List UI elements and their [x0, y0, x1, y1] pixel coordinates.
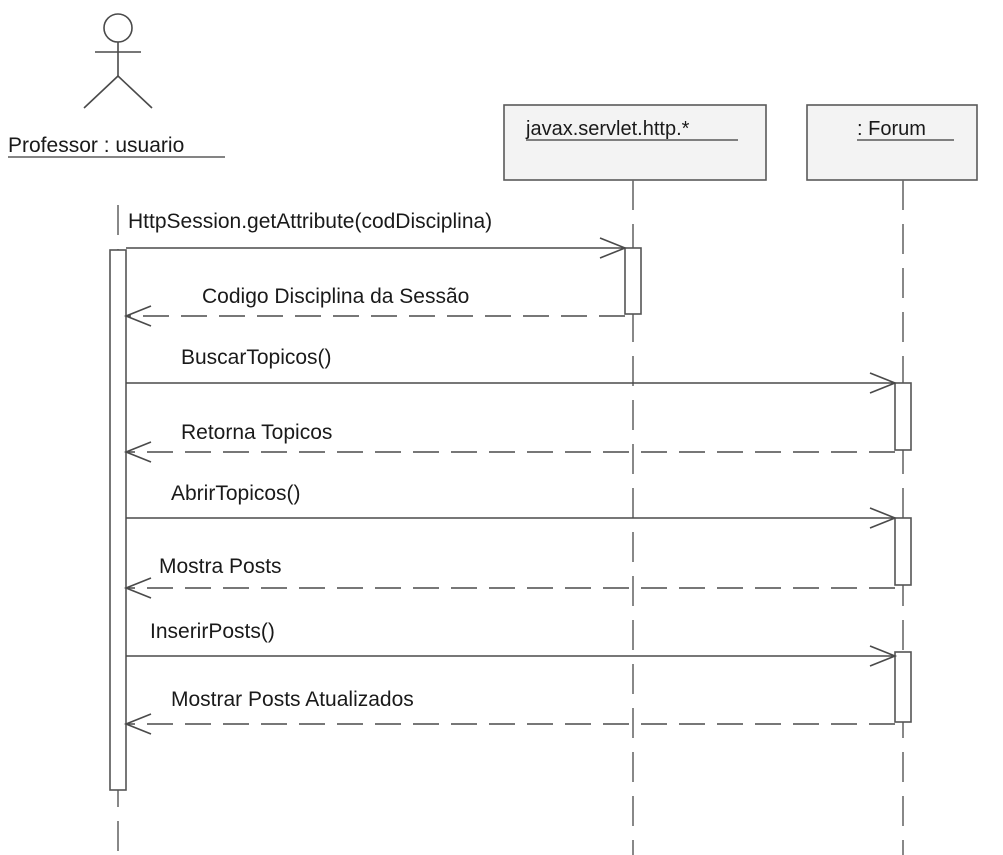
message-label: HttpSession.getAttribute(codDisciplina) [128, 210, 492, 233]
activation-bar-servlet [624, 247, 642, 315]
arrowhead-icon [123, 577, 152, 599]
arrowhead-icon [869, 645, 898, 667]
message-label: Codigo Disciplina da Sessão [202, 285, 469, 308]
activation-bar-actor [109, 249, 127, 791]
message-label: AbrirTopicos() [171, 482, 301, 505]
object-name-servlet: javax.servlet.http.* [525, 118, 690, 140]
message-label: Mostra Posts [159, 555, 282, 578]
arrowhead-icon [869, 507, 898, 529]
activation-bar-forum-2 [894, 517, 912, 586]
arrowhead-icon [599, 237, 628, 259]
message-label: Retorna Topicos [181, 421, 332, 444]
arrowhead-icon [123, 713, 152, 735]
object-name-forum: : Forum [857, 118, 926, 140]
arrowhead-icon [123, 305, 152, 327]
message-label: BuscarTopicos() [181, 346, 332, 369]
stick-figure-icon [83, 13, 153, 109]
arrowhead-icon [123, 441, 152, 463]
arrowhead-icon [869, 372, 898, 394]
activation-bar-forum-1 [894, 382, 912, 451]
message-label: InserirPosts() [150, 620, 275, 643]
object-box-servlet [503, 104, 767, 181]
message-label: Mostrar Posts Atualizados [171, 688, 414, 711]
activation-bar-forum-3 [894, 651, 912, 723]
object-box-forum [806, 104, 978, 181]
actor-name: Professor : usuario [8, 134, 184, 157]
